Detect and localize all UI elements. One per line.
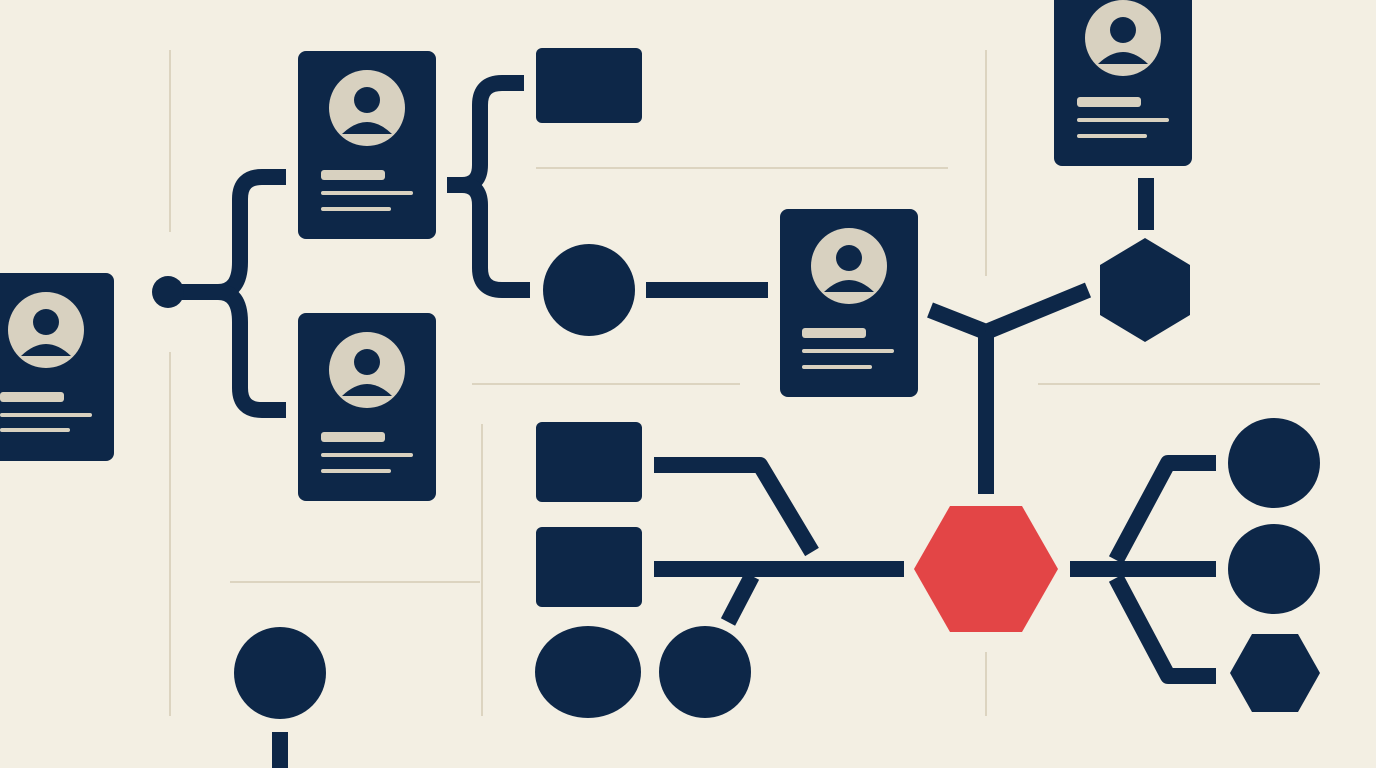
user-avatar-icon <box>329 332 405 408</box>
node-circle-bottom-left[interactable] <box>234 627 326 719</box>
connector-y-right <box>982 282 1092 340</box>
node-circle-mid[interactable] <box>543 244 635 336</box>
background-guide-lines <box>169 50 1320 716</box>
connector-lines <box>168 75 1216 768</box>
node-circle-right-2[interactable] <box>1228 524 1320 614</box>
connector-right-upper <box>1108 455 1216 564</box>
profile-card-left[interactable] <box>0 273 114 461</box>
connector-start-dot <box>152 276 184 308</box>
profile-card-center[interactable] <box>780 209 918 397</box>
card-detail-line <box>802 349 894 353</box>
card-detail-line <box>321 469 391 473</box>
user-avatar-icon <box>329 70 405 146</box>
connector-box1 <box>654 457 819 557</box>
card-detail-line <box>1077 134 1147 138</box>
user-avatar-icon <box>811 228 887 304</box>
card-name-line <box>802 328 866 338</box>
node-box-1[interactable] <box>536 422 642 502</box>
user-avatar-icon <box>8 292 84 368</box>
highlight-hexagon-red[interactable] <box>914 506 1058 632</box>
profile-card-top[interactable] <box>298 51 436 239</box>
card-detail-line <box>321 207 391 211</box>
node-circle-bottom-1[interactable] <box>535 626 641 718</box>
card-detail-line <box>0 428 70 432</box>
connector-card-top-to-box <box>447 75 524 193</box>
node-hexagon-right-bottom[interactable] <box>1230 634 1320 712</box>
profile-card-top-right[interactable] <box>1054 0 1192 166</box>
connector-bottom-circle <box>720 572 760 626</box>
node-circle-right-1[interactable] <box>1228 418 1320 508</box>
card-detail-line <box>1077 118 1169 122</box>
node-box-2[interactable] <box>536 527 642 607</box>
node-box-top[interactable] <box>536 48 642 123</box>
card-detail-line <box>0 413 92 417</box>
connector-branch-lower <box>217 284 286 418</box>
card-name-line <box>1077 97 1141 107</box>
connector-card-top-to-circle <box>447 177 530 298</box>
user-avatar-icon <box>1085 0 1161 76</box>
connector-y-left <box>927 302 989 340</box>
connector-branch-upper <box>217 169 286 300</box>
card-name-line <box>321 432 385 442</box>
card-name-line <box>0 392 64 402</box>
connector-right-lower <box>1108 574 1216 684</box>
card-detail-line <box>802 365 872 369</box>
card-detail-line <box>321 453 413 457</box>
card-detail-line <box>321 191 413 195</box>
node-hexagon-right[interactable] <box>1100 238 1190 342</box>
card-name-line <box>321 170 385 180</box>
node-circle-bottom-2[interactable] <box>659 626 751 718</box>
profile-card-mid-left[interactable] <box>298 313 436 501</box>
